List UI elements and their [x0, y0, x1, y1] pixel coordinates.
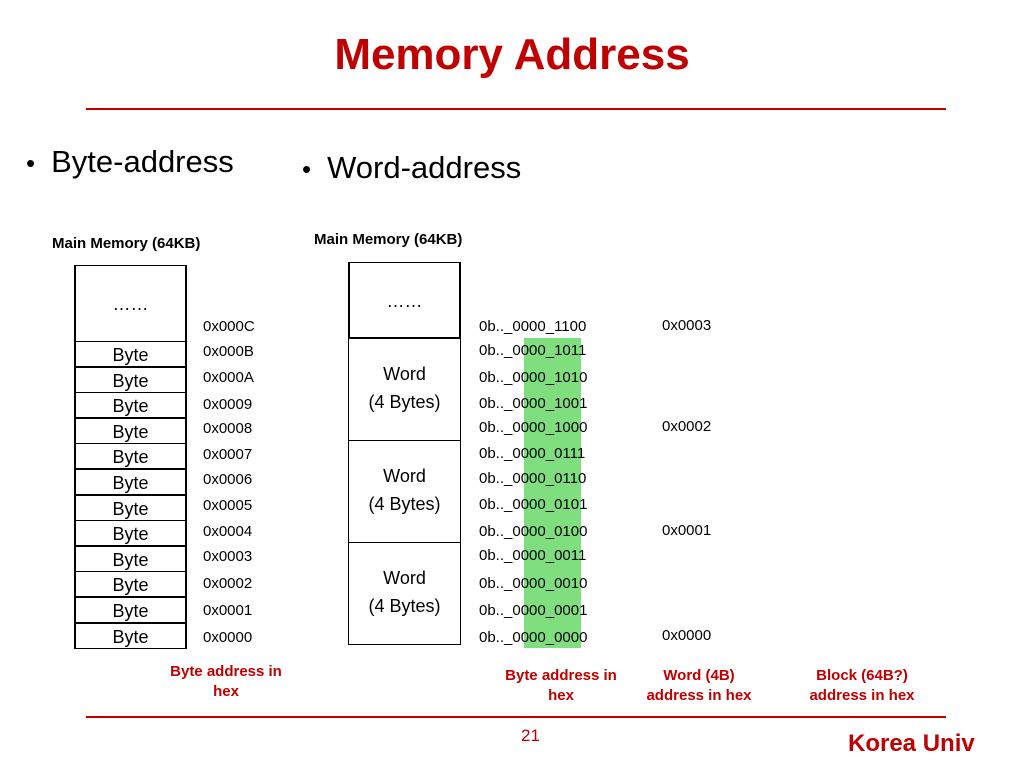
byte-address: 0x0005	[203, 497, 253, 514]
brand-label: Korea Univ	[848, 730, 975, 757]
byte-address: 0x0001	[203, 602, 253, 619]
byte-memory-ellipsis-cell: ……	[74, 265, 187, 342]
binary-byte-address: 0b.._0000_0111	[479, 445, 586, 462]
word-address: 0x0002	[662, 418, 712, 435]
word-address-caption: Word (4B) address in hex	[646, 667, 752, 704]
word-label: Word	[383, 364, 426, 384]
word-address: 0x0001	[662, 522, 712, 539]
word-cell: Word (4 Bytes)	[348, 338, 461, 441]
byte-address: 0x0008	[203, 420, 253, 437]
binary-byte-address: 0b.._0000_1000	[479, 419, 588, 436]
byte-address: 0x0007	[203, 446, 253, 463]
byte-cell: Byte	[74, 571, 187, 598]
word-cell: Word (4 Bytes)	[348, 440, 461, 543]
bullet-word-address: • Word-address	[302, 150, 521, 186]
binary-byte-address: 0b.._0000_0010	[479, 575, 588, 592]
byte-cell: Byte	[74, 469, 187, 495]
word-size-label: (4 Bytes)	[368, 392, 441, 412]
binary-byte-address: 0b.._0000_0100	[479, 523, 588, 540]
bullet-label: Byte-address	[51, 144, 234, 179]
binary-byte-address: 0b.._0000_1100	[479, 318, 587, 335]
byte-memory-label: Main Memory (64KB)	[52, 235, 201, 252]
byte-address: 0x0006	[203, 471, 253, 488]
binary-byte-address: 0b.._0000_1001	[479, 395, 588, 412]
footer-divider	[86, 716, 946, 718]
word-size-label: (4 Bytes)	[368, 596, 441, 616]
byte-cell: Byte	[74, 520, 187, 547]
byte-cell: Byte	[74, 443, 187, 470]
bullet-dot: •	[302, 154, 312, 184]
binary-byte-address: 0b.._0000_0000	[479, 629, 588, 646]
title-divider	[86, 108, 946, 110]
byte-cell: Byte	[74, 341, 187, 367]
ellipsis-text: ……	[112, 294, 149, 314]
byte-address: 0x0000	[203, 629, 253, 646]
binary-byte-address: 0b.._0000_0011	[479, 547, 587, 564]
byte-address: 0x0009	[203, 396, 253, 413]
binary-byte-address: 0b.._0000_1011	[479, 342, 587, 359]
byte-address: 0x0004	[203, 523, 253, 540]
byte-address: 0x0003	[203, 548, 253, 565]
byte-address: 0x000B	[203, 343, 254, 360]
word-byte-address-caption: Byte address in hex	[505, 667, 617, 704]
byte-cell: Byte	[74, 494, 187, 521]
binary-byte-address: 0b.._0000_0101	[479, 496, 588, 513]
bullet-byte-address: • Byte-address	[26, 144, 234, 180]
word-label: Word	[383, 466, 426, 486]
page-number: 21	[521, 726, 540, 745]
binary-byte-address: 0b.._0000_0001	[479, 602, 588, 619]
word-memory-label: Main Memory (64KB)	[314, 231, 463, 248]
word-cell: Word (4 Bytes)	[348, 542, 461, 645]
word-address: 0x0000	[662, 627, 712, 644]
byte-cell: Byte	[74, 622, 187, 649]
binary-byte-address: 0b.._0000_1010	[479, 369, 588, 386]
byte-address: 0x000C	[203, 318, 255, 335]
highlight-column	[524, 338, 581, 648]
bullet-dot: •	[26, 148, 36, 178]
block-address-caption: Block (64B?) address in hex	[809, 667, 915, 704]
word-address: 0x0003	[662, 317, 712, 334]
binary-byte-address: 0b.._0000_0110	[479, 470, 587, 487]
word-size-label: (4 Bytes)	[368, 494, 441, 514]
byte-cell: Byte	[74, 366, 187, 393]
word-label: Word	[383, 568, 426, 588]
slide-title: Memory Address	[334, 30, 690, 79]
byte-address: 0x0002	[203, 575, 253, 592]
byte-cell: Byte	[74, 417, 187, 444]
byte-address: 0x000A	[203, 369, 254, 386]
byte-cell: Byte	[74, 545, 187, 572]
byte-cell: Byte	[74, 392, 187, 419]
ellipsis-text: ……	[386, 291, 423, 311]
byte-address-caption: Byte address in hex	[170, 663, 282, 700]
byte-cell: Byte	[74, 597, 187, 623]
bullet-label: Word-address	[327, 150, 522, 185]
word-memory-ellipsis-cell: ……	[348, 262, 461, 338]
